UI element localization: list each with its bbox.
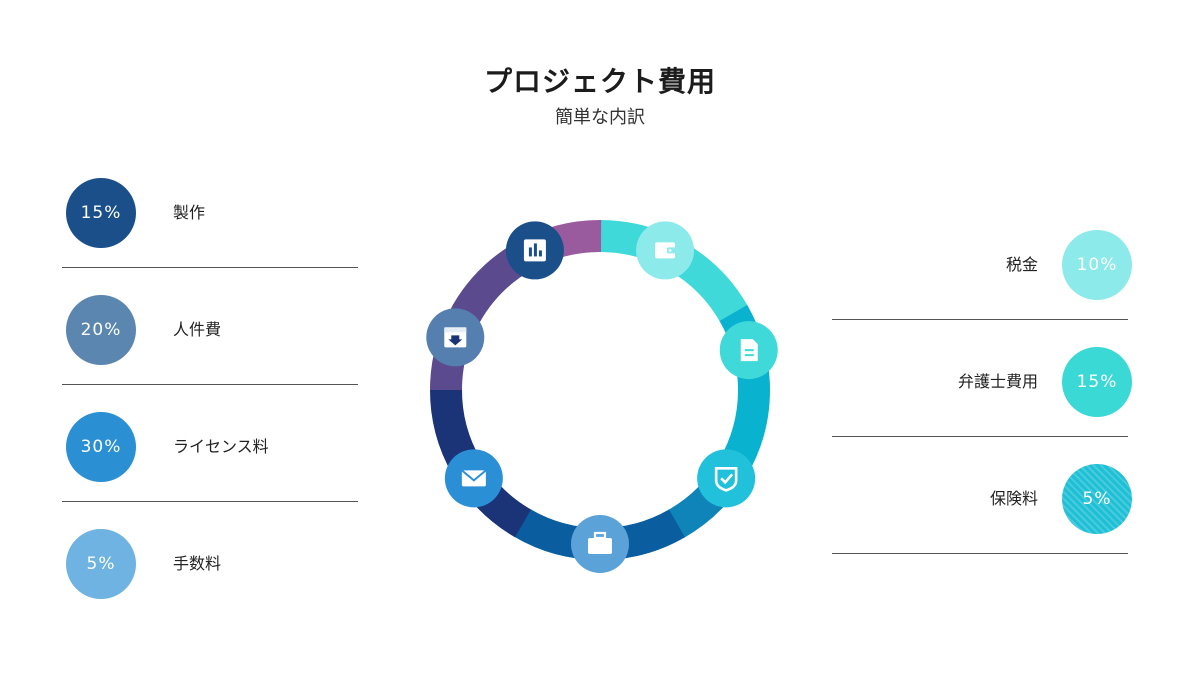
header: プロジェクト費用 簡単な内訳 [0, 62, 1200, 132]
item-label: 弁護士費用 [957, 372, 1038, 391]
percent-badge: 5% [66, 529, 136, 599]
percent-badge: 10% [1062, 230, 1132, 300]
list-item-production: 15% 製作 [62, 176, 358, 293]
list-item-fees: 5% 手数料 [62, 527, 358, 644]
divider [832, 319, 1128, 320]
envelope-icon [444, 449, 503, 508]
divider [832, 436, 1128, 437]
item-label: ライセンス料 [173, 437, 269, 456]
item-label: 製作 [173, 203, 206, 222]
percent-badge: 15% [1062, 347, 1132, 417]
briefcase-icon [571, 515, 629, 573]
list-item-personnel: 20% 人件費 [62, 293, 358, 410]
percent-badge: 30% [66, 412, 136, 482]
download-box-icon [426, 308, 485, 367]
right-cost-list: 10% 税金 15% 弁護士費用 5% 保険料 [832, 228, 1132, 579]
item-label: 手数料 [173, 554, 222, 573]
item-label: 保険料 [989, 489, 1038, 508]
bar-chart-icon [505, 221, 564, 280]
divider [62, 501, 358, 502]
percent-badge: 15% [66, 178, 136, 248]
cost-ring-chart [426, 220, 778, 573]
document-icon [719, 321, 778, 380]
shield-check-icon [697, 449, 756, 508]
percent-badge: 5% [1062, 464, 1132, 534]
list-item-tax: 10% 税金 [832, 228, 1132, 345]
divider [62, 267, 358, 268]
divider [832, 553, 1128, 554]
item-label: 人件費 [173, 320, 222, 339]
page-subtitle: 簡単な内訳 [555, 107, 645, 128]
list-item-insurance: 5% 保険料 [832, 462, 1132, 579]
list-item-legal: 15% 弁護士費用 [832, 345, 1132, 462]
item-label: 税金 [1005, 255, 1038, 274]
divider [62, 384, 358, 385]
page-title: プロジェクト費用 [483, 65, 716, 98]
left-cost-list: 15% 製作 20% 人件費 30% ライセンス料 5% 手数料 [62, 176, 358, 644]
wallet-icon [636, 221, 695, 280]
list-item-license: 30% ライセンス料 [62, 410, 358, 527]
percent-badge: 20% [66, 295, 136, 365]
